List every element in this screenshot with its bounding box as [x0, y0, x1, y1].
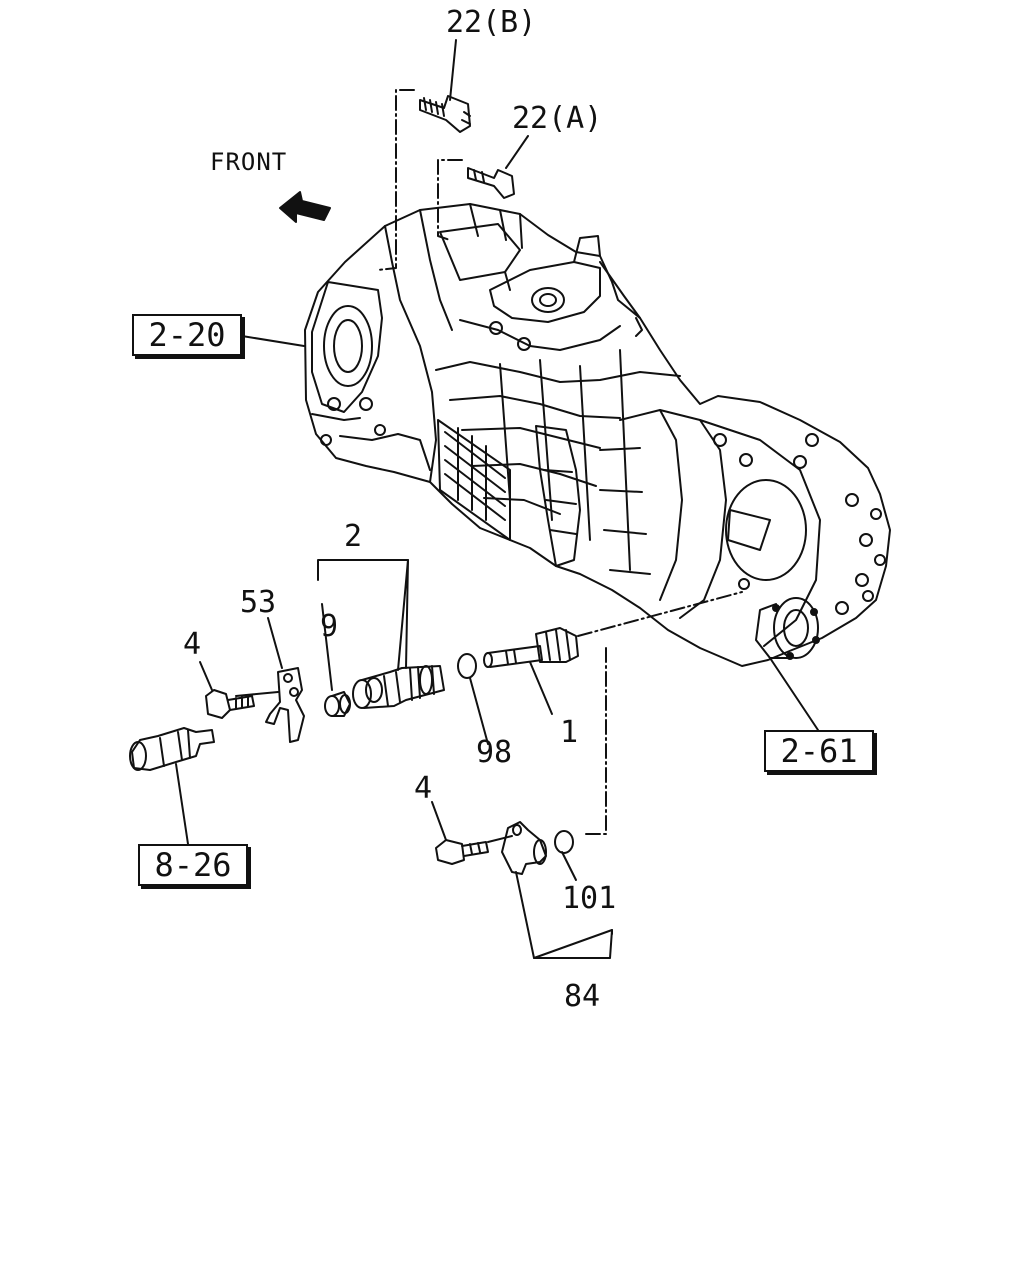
callout-53: 53	[240, 585, 277, 620]
callout-84: 84	[564, 979, 601, 1014]
bolt-4-upper-icon	[205, 689, 255, 719]
callout-22b: 22(B)	[446, 5, 537, 40]
driven-shaft-1-icon	[483, 627, 579, 668]
reference-box-8-26: 8-26	[138, 844, 248, 886]
leader-lines	[377, 89, 743, 835]
callout-101: 101	[562, 881, 617, 916]
callout-4-upper: 4	[183, 627, 202, 662]
transmission-assembly	[304, 203, 891, 667]
driven-gear-2-icon	[352, 665, 445, 709]
front-arrow-icon	[279, 191, 331, 223]
callout-22a: 22(A)	[512, 101, 603, 136]
callout-1: 1	[560, 715, 579, 750]
callout-98: 98	[476, 735, 513, 770]
bolt-4-lower-icon	[435, 839, 489, 865]
callout-9: 9	[320, 609, 339, 644]
oring-101-icon	[554, 830, 574, 854]
callout-2: 2	[344, 519, 363, 554]
sensor-8-26-icon	[129, 727, 215, 771]
reference-box-2-61: 2-61	[764, 730, 874, 772]
reference-box-2-20: 2-20	[132, 314, 242, 356]
front-label: FRONT	[210, 148, 288, 176]
callout-leaders	[175, 39, 819, 959]
bolt-22b-icon	[419, 95, 471, 133]
bolt-22a-icon	[467, 167, 515, 199]
plate-84-icon	[487, 821, 547, 875]
sleeve-9-icon	[324, 691, 351, 717]
callout-4-lower: 4	[414, 771, 433, 806]
oring-98-icon	[457, 653, 477, 679]
bracket-53-icon	[235, 667, 305, 743]
